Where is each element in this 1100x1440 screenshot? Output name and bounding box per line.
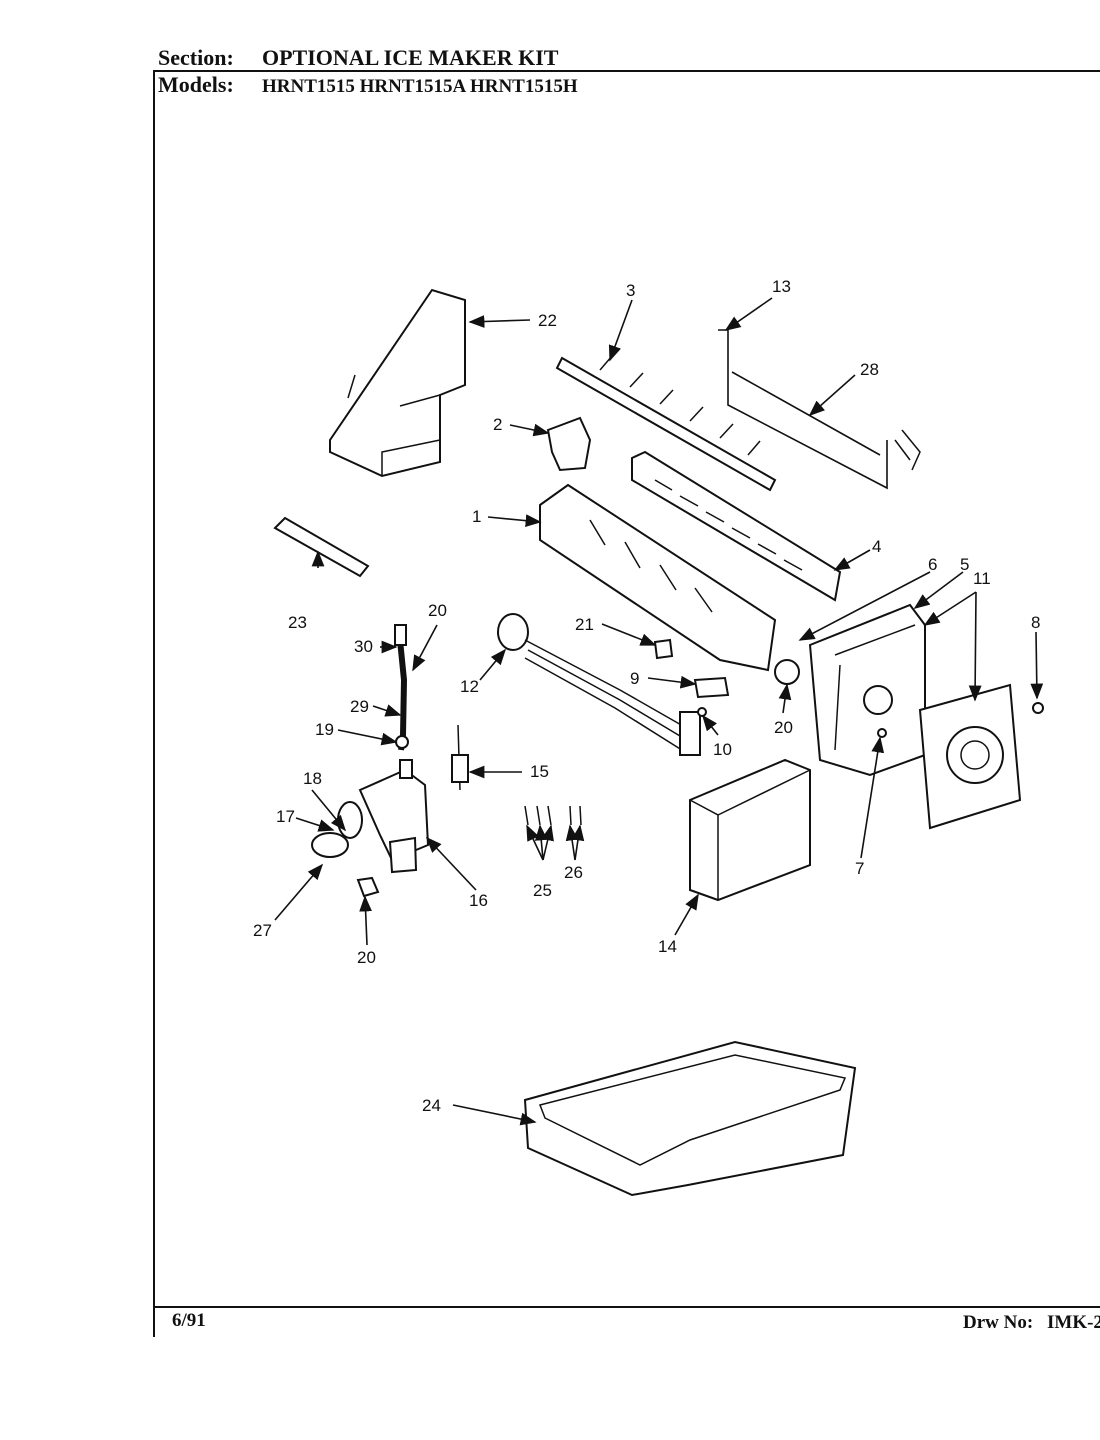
part-clip <box>653 638 674 660</box>
part-ice-bin <box>523 1040 857 1197</box>
callout-2: 2 <box>493 415 502 434</box>
part-fitting <box>451 724 469 791</box>
callout-11: 11 <box>973 569 991 588</box>
callout-19: 19 <box>315 720 334 739</box>
footer-drawing-label: Drw No: <box>963 1312 1034 1333</box>
callout-20-lower: 20 <box>357 948 376 967</box>
callout-25: 24 <box>422 1096 441 1115</box>
callout-7: 7 <box>855 859 864 878</box>
part-screw <box>697 707 707 717</box>
part-heater-rod <box>273 516 370 578</box>
part-bracket <box>546 416 592 472</box>
callout-18: 18 <box>303 769 322 788</box>
callout-22: 21 <box>575 615 594 634</box>
part-small-bracket <box>693 676 730 699</box>
callout-29: 28 <box>860 360 879 379</box>
callout-23: 22 <box>538 311 557 330</box>
part-housing <box>808 603 926 777</box>
footer-rule <box>153 1306 1100 1308</box>
part-thermostat <box>774 659 800 685</box>
callout-17: 17 <box>276 807 295 826</box>
part-ejector <box>555 355 777 492</box>
part-screws <box>524 805 582 826</box>
part-clamp <box>356 876 380 898</box>
callout-8: 8 <box>1031 613 1040 632</box>
callout-13: 13 <box>772 277 791 296</box>
callout-3: 3 <box>626 281 635 300</box>
callout-26: 25 <box>533 881 552 900</box>
part-insulation-box <box>689 758 811 902</box>
callout-10: 10 <box>713 740 732 759</box>
callout-16: 16 <box>469 891 488 910</box>
callout-20-upper: 20 <box>428 601 447 620</box>
callout-21: 20 <box>774 718 793 737</box>
callout-30: 29 <box>350 697 369 716</box>
callout-6: 6 <box>928 555 937 574</box>
callout-15: 15 <box>530 762 549 781</box>
callout-31: 30 <box>354 637 373 656</box>
callout-12: 12 <box>460 677 479 696</box>
callout-24: 23 <box>288 613 307 632</box>
callout-27: 26 <box>564 863 583 882</box>
part-screw-7 <box>877 728 887 738</box>
leader-lines <box>274 297 1044 1126</box>
part-fill-tube <box>394 624 409 751</box>
callout-9: 9 <box>630 669 639 688</box>
part-wire-harness <box>497 613 701 756</box>
callout-28: 27 <box>253 921 272 940</box>
drawing-frame <box>153 70 1100 1337</box>
part-stripper <box>631 450 842 602</box>
part-screw-8 <box>1032 702 1044 714</box>
part-motor-plate <box>918 683 1022 830</box>
callout-5: 5 <box>960 555 969 574</box>
part-water-valve <box>311 759 430 874</box>
part-shutoff-arm <box>718 329 921 490</box>
callout-1: 1 <box>472 507 481 526</box>
callout-14: 14 <box>658 937 677 956</box>
footer-date: 6/91 <box>172 1310 206 1331</box>
callout-4: 4 <box>872 537 881 556</box>
part-cover <box>329 288 466 478</box>
part-mold <box>539 483 777 672</box>
models-label: Models: <box>158 72 234 97</box>
models-list: HRNT1515 HRNT1515A HRNT1515H <box>262 76 578 97</box>
section-label: Section: <box>158 45 234 70</box>
footer-drawing-number: IMK-2 <box>1047 1312 1100 1333</box>
section-title: OPTIONAL ICE MAKER KIT <box>262 45 559 70</box>
